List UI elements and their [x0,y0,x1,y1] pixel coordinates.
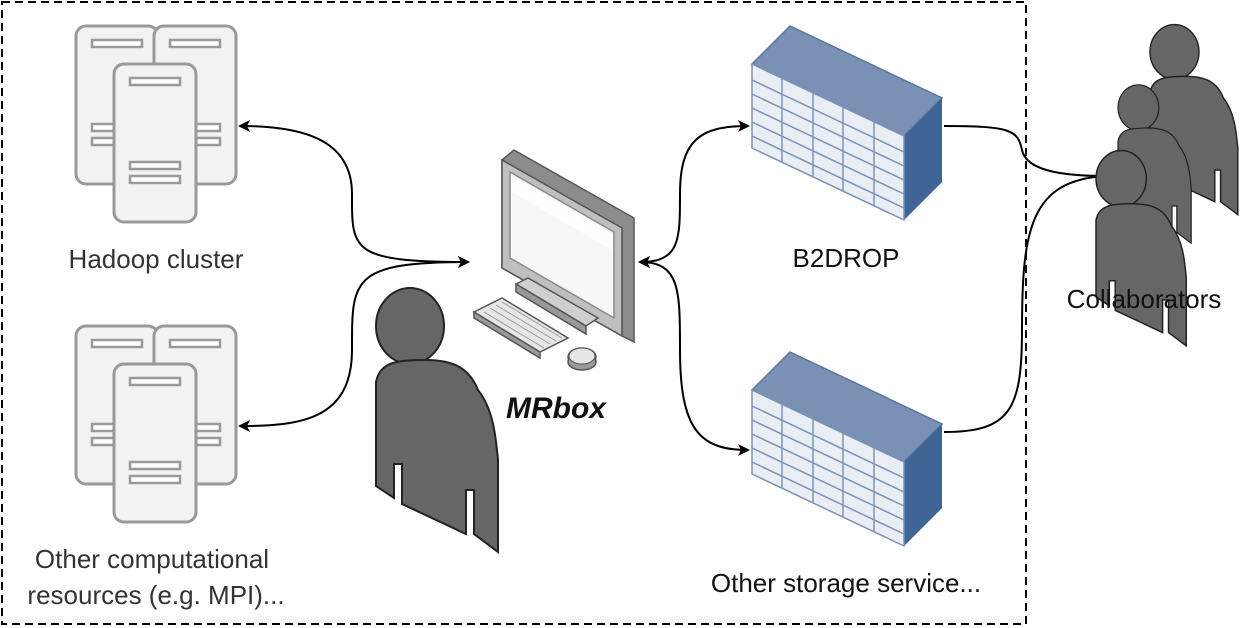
other-storage-label: Other storage service... [711,568,981,598]
server-cluster-icon [76,326,236,522]
desktop-computer-icon [472,149,635,371]
system-boundary [1,1,1027,625]
other-compute-label-line2: resources (e.g. MPI)... [27,580,284,610]
user-icon [375,287,499,553]
connector-mrbox-other-compute [238,256,470,432]
connector-other-storage-collaborators [943,175,1107,433]
storage-rack-icon [751,25,943,221]
storage-rack-icon [751,351,943,547]
hadoop-cluster-label: Hadoop cluster [69,244,244,274]
collaborators-label: Collaborators [1067,284,1222,314]
connector-mrbox-hadoop [238,120,470,268]
other-compute-label-line1: Other computational [35,544,269,574]
connector-b2drop-collaborators [943,125,1107,177]
server-cluster-icon [76,26,236,222]
mrbox-label: MRbox [506,392,607,425]
connector-mrbox-b2drop [638,120,750,268]
b2drop-label: B2DROP [793,243,900,273]
connector-mrbox-other-storage [638,256,750,456]
